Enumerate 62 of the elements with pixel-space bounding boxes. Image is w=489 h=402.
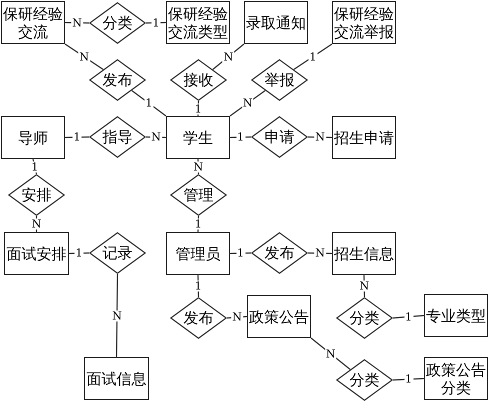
cardinality-label: N — [242, 98, 254, 109]
entity-box: 招生信息 — [332, 232, 396, 275]
relationship-diamond: 接收 — [170, 59, 227, 101]
cardinality-label: N — [314, 248, 326, 259]
cardinality-label: 1 — [308, 51, 318, 62]
cardinality-label: N — [71, 17, 83, 28]
entity-box: 招生申请 — [332, 116, 396, 159]
entity-box: 录取通知 — [244, 1, 308, 44]
entity-box: 面试安排 — [4, 232, 69, 275]
cardinality-label: N — [111, 310, 123, 321]
cardinality-label: N — [324, 348, 336, 360]
cardinality-label: 1 — [72, 132, 82, 143]
entity-box: 政策公告 — [247, 295, 311, 338]
connector-line — [68, 252, 90, 254]
cardinality-label: 1 — [236, 132, 245, 143]
relationship-diamond: 申请 — [251, 116, 308, 158]
relationship-diamond: 分类 — [336, 359, 393, 401]
cardinality-label: N — [231, 312, 243, 323]
connector-line — [131, 90, 166, 116]
cardinality-label: 1 — [30, 161, 40, 172]
connector-line — [230, 90, 266, 116]
cardinality-label: 1 — [144, 98, 154, 109]
relationship-diamond: 管理 — [170, 174, 227, 216]
cardinality-label: N — [192, 161, 204, 172]
entity-box: 保研经验交流 — [1, 1, 65, 44]
connector-line — [116, 274, 118, 357]
relationship-diamond: 分类 — [89, 2, 146, 44]
cardinality-label: 1 — [194, 103, 203, 114]
cardinality-label: 1 — [152, 17, 160, 28]
relationship-diamond: 举报 — [251, 59, 308, 101]
cardinality-label: 1 — [404, 374, 413, 385]
cardinality-label: 1 — [404, 311, 413, 322]
cardinality-label: N — [314, 132, 326, 143]
connector-line — [363, 274, 366, 298]
entity-box: 管理员 — [166, 232, 230, 275]
connector-line — [392, 378, 424, 381]
cardinality-label: 1 — [74, 248, 84, 259]
entity-box: 保研经验交流类型 — [166, 1, 230, 44]
cardinality-label: 1 — [236, 248, 245, 259]
relationship-diamond: 指导 — [89, 116, 146, 158]
entity-box: 导师 — [1, 116, 65, 159]
relationship-diamond: 发布 — [251, 232, 308, 274]
entity-box: 专业类型 — [424, 294, 488, 337]
relationship-diamond: 记录 — [89, 232, 146, 274]
entity-box: 保研经验交流举报 — [332, 1, 396, 44]
cardinality-label: N — [30, 218, 42, 230]
cardinality-label: N — [222, 51, 234, 62]
entity-box: 学生 — [166, 116, 230, 159]
relationship-diamond: 发布 — [170, 297, 227, 339]
connector-line — [146, 22, 166, 24]
connector-line — [293, 44, 332, 70]
cardinality-label: 1 — [194, 218, 203, 230]
cardinality-label: N — [150, 132, 162, 143]
connector-line — [392, 314, 424, 319]
cardinality-label: N — [78, 51, 90, 62]
relationship-diamond: 分类 — [336, 297, 393, 339]
entity-box: 面试信息 — [84, 357, 149, 400]
relationship-diamond: 安排 — [8, 174, 65, 216]
cardinality-label: 1 — [194, 280, 203, 292]
entity-box: 政策公告分类 — [424, 357, 488, 400]
cardinality-label: N — [358, 280, 370, 292]
relationship-diamond: 发布 — [89, 59, 146, 101]
